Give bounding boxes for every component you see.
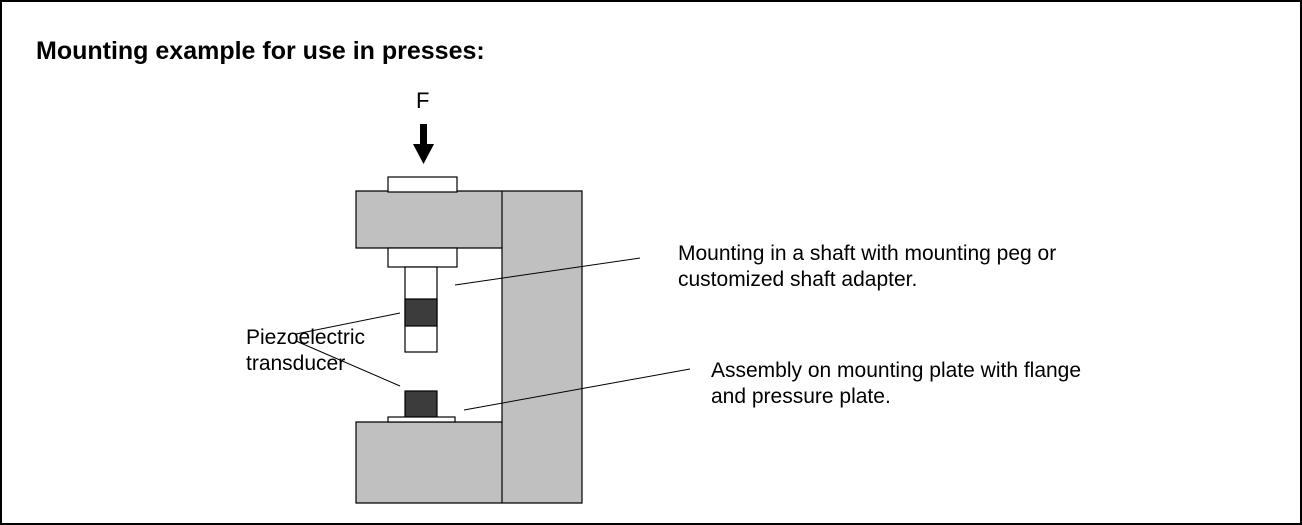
force-label: F xyxy=(416,88,430,113)
shaft-adapter-block xyxy=(387,247,458,268)
label-shaft-line1: Mounting in a shaft with mounting peg or xyxy=(678,242,1057,265)
label-assembly-plate: Assembly on mounting plate with flange a… xyxy=(711,358,1081,410)
leader-line-piezo-upper xyxy=(295,312,401,335)
leader-line-assembly xyxy=(463,368,691,411)
leader-line-shaft xyxy=(454,257,641,286)
pressure-plate xyxy=(387,416,456,423)
label-shaft-line2: customized shaft adapter. xyxy=(678,268,918,291)
upper-piezo-transducer xyxy=(404,298,438,327)
lower-piezo-transducer xyxy=(404,390,438,418)
down-arrow-icon xyxy=(413,124,434,164)
top-pressure-block xyxy=(387,176,458,193)
label-piezo-line2: transducer xyxy=(246,352,346,375)
label-assembly-line2: and pressure plate. xyxy=(711,385,891,408)
label-piezo-line1: Piezoelectric xyxy=(246,326,366,349)
page-title: Mounting example for use in presses: xyxy=(36,37,485,65)
press-c-frame xyxy=(355,190,583,504)
label-piezo-transducer: Piezoelectric transducer xyxy=(246,325,365,377)
leader-line-piezo-lower xyxy=(295,340,401,387)
label-shaft-mounting: Mounting in a shaft with mounting peg or… xyxy=(678,241,1056,293)
label-assembly-line1: Assembly on mounting plate with flange xyxy=(711,359,1082,382)
